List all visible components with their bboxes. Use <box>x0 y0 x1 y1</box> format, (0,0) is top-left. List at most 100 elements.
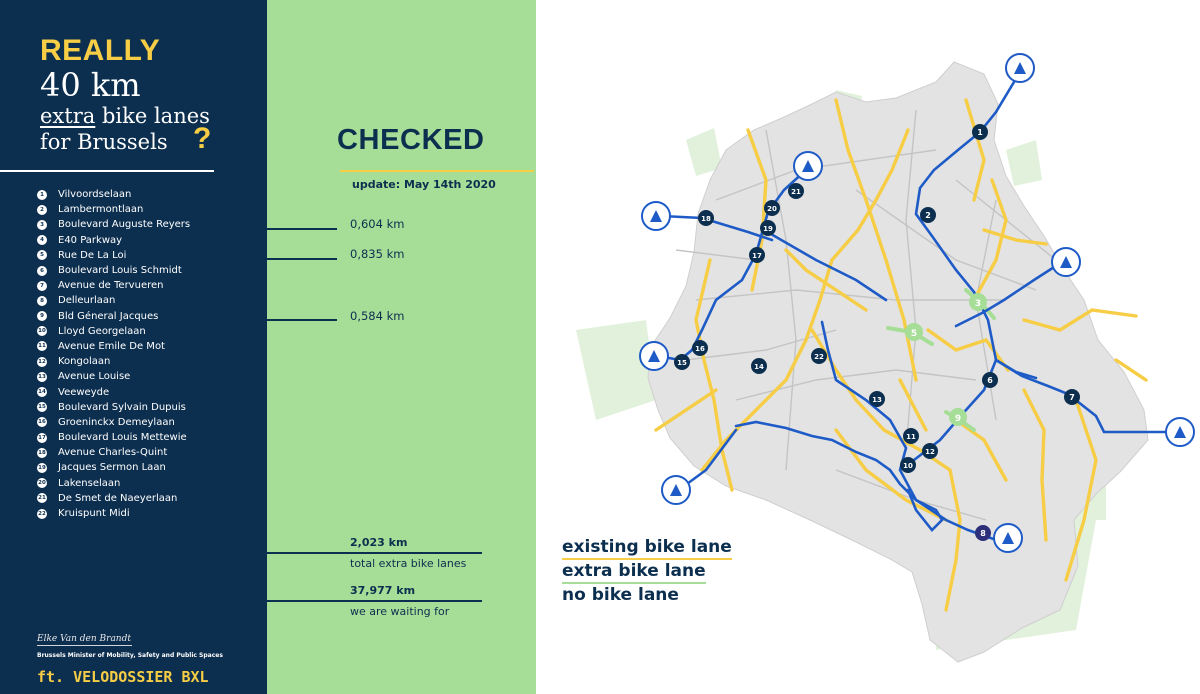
legend-extra-swatch <box>562 582 706 584</box>
street-name: Boulevard Sylvain Dupuis <box>58 401 186 413</box>
list-number: 12 <box>37 356 47 367</box>
km-value-reyers: 0,604 km <box>350 217 405 231</box>
legend-existing-swatch <box>562 558 732 560</box>
list-number: 9 <box>37 311 47 322</box>
list-number: 10 <box>37 326 47 337</box>
waiting-km-label: we are waiting for <box>350 605 450 618</box>
street-name: Bld Géneral Jacques <box>58 310 159 322</box>
map-marker: 2 <box>920 207 936 223</box>
list-item: 18 Avenue Charles-Quint <box>37 445 190 460</box>
map-marker: 12 <box>922 443 938 459</box>
roadwork-icon <box>641 201 671 231</box>
map-marker: 6 <box>982 372 998 388</box>
list-item: 10 Lloyd Georgelaan <box>37 324 190 339</box>
map-marker: 8 <box>975 525 991 541</box>
brussels-bike-lane-map: 1 2 3 5 6 7 8 9 10 11 12 13 14 15 16 17 … <box>576 53 1195 663</box>
roadwork-icon <box>993 523 1023 553</box>
title-extra-bike-lanes: extra bike lanes <box>40 104 210 128</box>
list-number: 4 <box>37 235 47 246</box>
title-divider <box>0 170 214 172</box>
map-marker: 7 <box>1064 389 1080 405</box>
street-name: Jacques Sermon Laan <box>58 462 166 474</box>
waiting-divider <box>267 600 482 602</box>
legend-existing: existing bike lane <box>562 537 732 560</box>
map-marker: 17 <box>749 247 765 263</box>
list-number: 6 <box>37 265 47 276</box>
legend-existing-label: existing bike lane <box>562 537 732 557</box>
list-number: 19 <box>37 462 47 473</box>
list-number: 18 <box>37 447 47 458</box>
street-name: Lloyd Georgelaan <box>58 325 146 337</box>
marker-label: 17 <box>752 252 762 260</box>
street-name: Avenue Charles-Quint <box>58 447 168 459</box>
map-marker: 3 <box>969 293 987 311</box>
list-number: 15 <box>37 402 47 413</box>
roadwork-icon <box>661 475 691 505</box>
legend-extra-label: extra bike lane <box>562 561 706 581</box>
title-really: REALLY <box>40 34 161 67</box>
street-name: Delleurlaan <box>58 295 116 307</box>
map-marker: 14 <box>751 358 767 374</box>
roadwork-icon <box>1165 417 1195 447</box>
title-40km: 40 km <box>40 66 141 104</box>
list-item: 3 Boulevard Auguste Reyers <box>37 217 190 232</box>
map-marker: 10 <box>900 457 916 473</box>
street-name: Boulevard Auguste Reyers <box>58 219 191 231</box>
map-marker: 1 <box>972 124 988 140</box>
update-date: update: May 14th 2020 <box>352 178 496 191</box>
legend-none-label: no bike lane <box>562 585 679 605</box>
list-number: 2 <box>37 204 47 215</box>
legend-extra: extra bike lane <box>562 561 706 584</box>
map-marker: 18 <box>698 210 714 226</box>
left-panel: REALLY 40 km extra bike lanes for Brusse… <box>0 0 267 694</box>
street-name: Avenue Emile De Mot <box>58 340 165 352</box>
street-name: Boulevard Louis Schmidt <box>58 265 182 277</box>
checked-panel <box>267 0 536 694</box>
marker-label: 20 <box>767 205 777 213</box>
street-name: Veeweyde <box>58 386 110 398</box>
marker-label: 11 <box>906 433 916 441</box>
map-marker: 22 <box>811 348 827 364</box>
list-number: 14 <box>37 387 47 398</box>
list-number: 13 <box>37 371 47 382</box>
map-marker: 15 <box>674 354 690 370</box>
list-item: 11 Avenue Emile De Mot <box>37 339 190 354</box>
marker-label: 13 <box>872 396 882 404</box>
roadwork-icon <box>793 151 823 181</box>
list-item: 6 Boulevard Louis Schmidt <box>37 263 190 278</box>
marker-label: 5 <box>911 329 917 339</box>
map-marker: 21 <box>788 183 804 199</box>
marker-label: 8 <box>980 529 986 538</box>
checked-divider <box>340 170 534 172</box>
street-name: Boulevard Louis Mettewie <box>58 432 187 444</box>
map-marker: 11 <box>903 428 919 444</box>
minister-title: Brussels Minister of Mobility, Safety an… <box>37 652 223 659</box>
list-number: 21 <box>37 493 47 504</box>
km-value-jacques: 0,584 km <box>350 309 405 323</box>
map-marker: 16 <box>692 340 708 356</box>
list-number: 11 <box>37 341 47 352</box>
street-name: Vilvoordselaan <box>58 189 132 201</box>
map-marker: 5 <box>905 323 923 341</box>
street-name: Lakenselaan <box>58 477 121 489</box>
list-number: 5 <box>37 250 47 261</box>
list-number: 3 <box>37 219 47 230</box>
roadwork-icon <box>639 341 669 371</box>
list-item: 9 Bld Géneral Jacques <box>37 309 190 324</box>
marker-label: 22 <box>814 353 824 361</box>
roadwork-icons <box>639 53 1195 553</box>
km-value-wetstraat: 0,835 km <box>350 247 405 261</box>
list-item: 20 Lakenselaan <box>37 476 190 491</box>
total-divider <box>267 552 482 554</box>
list-number: 20 <box>37 478 47 489</box>
map-markers: 1 2 3 5 6 7 8 9 10 11 12 13 14 15 16 17 … <box>674 124 1080 541</box>
map-marker: 19 <box>760 220 776 236</box>
list-number: 7 <box>37 280 47 291</box>
